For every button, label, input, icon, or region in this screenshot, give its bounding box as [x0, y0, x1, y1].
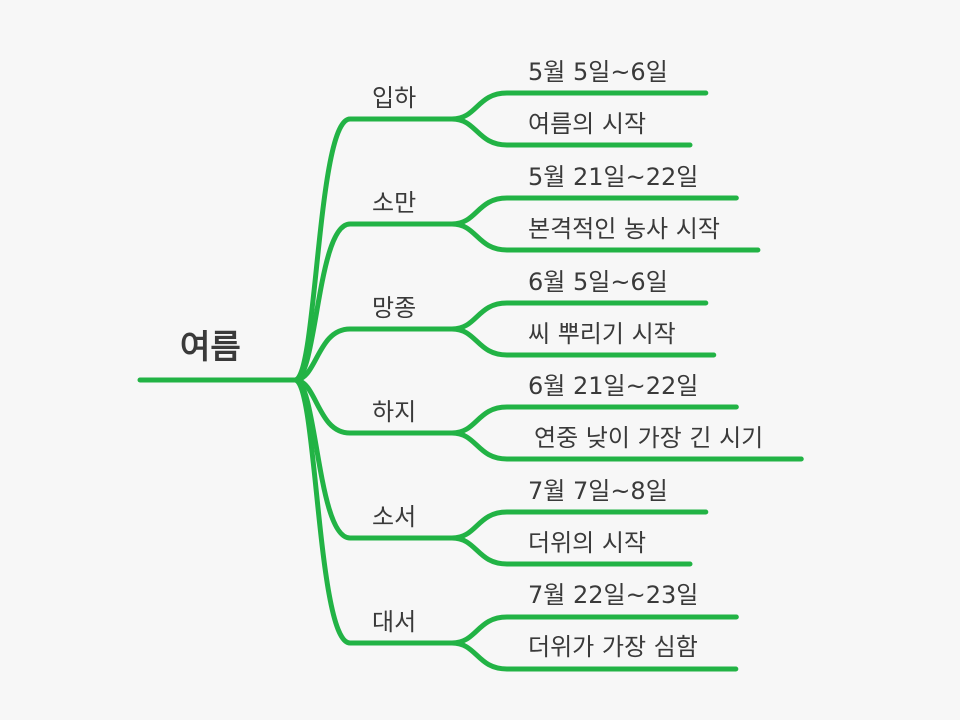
- leaf-desc-soseo: 더위의 시작: [528, 529, 646, 557]
- leaf-desc-ipha: 여름의 시작: [528, 110, 646, 138]
- branch-label-ipha: 입하: [372, 84, 416, 112]
- leaf-date-soseo: 7월 7일~8일: [528, 477, 668, 505]
- branch-label-soseo: 소서: [372, 503, 416, 531]
- branch-label-soman: 소만: [372, 189, 416, 217]
- leaf-desc-soman: 본격적인 농사 시작: [528, 215, 720, 243]
- leaf-desc-line-3: [449, 430, 804, 462]
- branch-line-2: [292, 326, 455, 383]
- leaf-desc-line-1: [449, 221, 761, 253]
- leaf-desc-line-5: [449, 640, 739, 672]
- connector-lines: [137, 90, 804, 672]
- branch-label-daeseo: 대서: [372, 608, 416, 636]
- leaf-desc-daeseo: 더위가 가장 심함: [528, 633, 698, 661]
- leaf-desc-line-2: [449, 326, 717, 358]
- leaf-date-soman: 5월 21일~22일: [528, 163, 698, 191]
- branch-label-haji: 하지: [372, 398, 416, 426]
- branch-line-1: [292, 221, 455, 383]
- branch-line-5: [292, 377, 455, 646]
- leaf-desc-line-4: [449, 535, 693, 567]
- leaf-date-daeseo: 7월 22일~23일: [528, 581, 698, 609]
- root-node-label: 여름: [180, 327, 241, 366]
- leaf-desc-mangjong: 씨 뿌리기 시작: [528, 320, 676, 348]
- leaf-date-mangjong: 6월 5일~6일: [528, 268, 668, 296]
- leaf-date-haji: 6월 21일~22일: [528, 372, 698, 400]
- leaf-desc-haji: 연중 낮이 가장 긴 시기: [534, 424, 763, 452]
- leaf-date-ipha: 5월 5일~6일: [528, 58, 668, 86]
- branch-label-mangjong: 망종: [372, 294, 416, 322]
- leaf-desc-line-0: [449, 116, 693, 148]
- branch-line-0: [292, 116, 455, 383]
